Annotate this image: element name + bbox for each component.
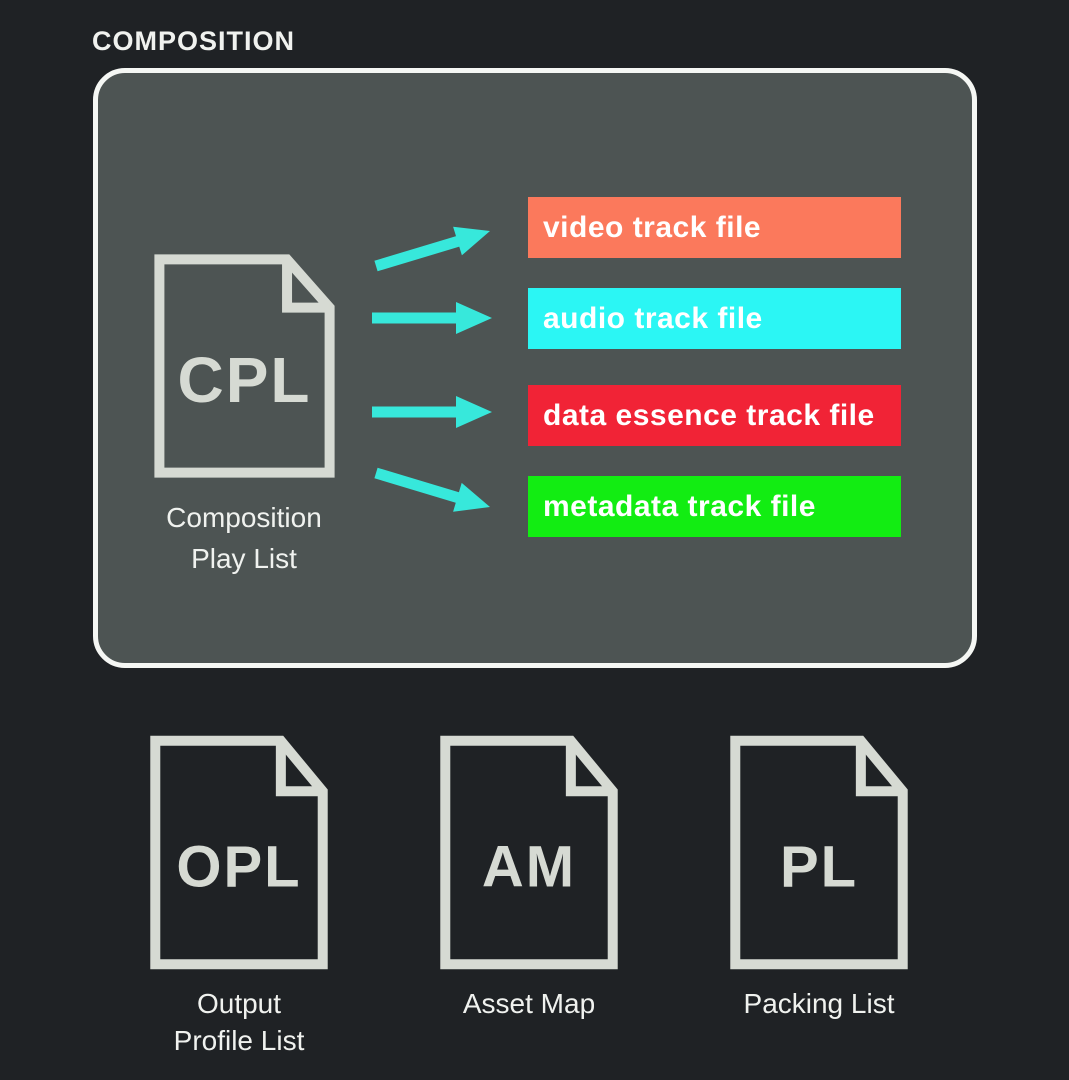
am-document: AM — [438, 733, 620, 972]
video-track-file-bar: video track file — [528, 197, 901, 258]
data-essence-track-file-bar: data essence track file — [528, 385, 901, 446]
pl-document: PL — [728, 733, 910, 972]
arrow-icon-video — [374, 226, 490, 272]
video-track-file-label: video track file — [543, 210, 762, 244]
arrow-icon-data-essence — [372, 396, 492, 428]
document-icon — [728, 733, 910, 972]
cpl-abbr: CPL — [177, 344, 312, 416]
cpl-label-line2: Play List — [191, 543, 297, 574]
document-icon — [438, 733, 620, 972]
audio-track-file-label: audio track file — [543, 301, 763, 335]
opl-document: OPL — [148, 733, 330, 972]
pl-label-line1: Packing List — [743, 988, 895, 1019]
am-label-line1: Asset Map — [462, 988, 596, 1019]
pl-abbr: PL — [779, 834, 859, 899]
data-essence-track-file-label: data essence track file — [543, 398, 875, 432]
composition-box: CPL Composition Play List — [93, 68, 977, 668]
document-icon — [152, 252, 337, 480]
pl-label: Packing List — [669, 985, 969, 1022]
am-label: Asset Map — [379, 985, 679, 1022]
cpl-label: Composition Play List — [94, 497, 394, 579]
document-icon — [148, 733, 330, 972]
metadata-track-file-bar: metadata track file — [528, 476, 901, 537]
cpl-label-line1: Composition — [166, 502, 322, 533]
am-abbr: AM — [481, 834, 577, 899]
opl-label-line2: Profile List — [173, 1025, 305, 1056]
opl-label-line1: Output — [196, 988, 282, 1019]
audio-track-file-bar: audio track file — [528, 288, 901, 349]
composition-section-title: COMPOSITION — [92, 26, 296, 56]
metadata-track-file-label: metadata track file — [543, 489, 816, 523]
opl-abbr: OPL — [176, 834, 302, 899]
opl-label: Output Profile List — [89, 985, 389, 1059]
arrow-icon-audio — [372, 302, 492, 334]
cpl-document: CPL — [152, 252, 337, 480]
